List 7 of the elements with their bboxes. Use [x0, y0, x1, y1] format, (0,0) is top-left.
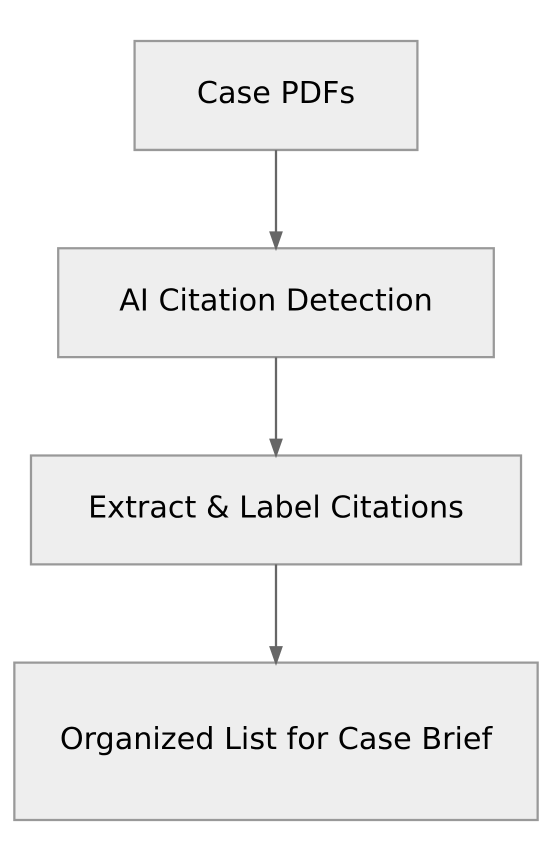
arrow — [269, 356, 283, 458]
node-box: Organized List for Case Brief — [13, 661, 539, 821]
arrow — [269, 564, 283, 666]
node-box: Extract & Label Citations — [30, 454, 522, 565]
node-box: AI Citation Detection — [57, 246, 495, 358]
node-box: Case PDFs — [133, 39, 419, 151]
arrow — [269, 150, 283, 251]
